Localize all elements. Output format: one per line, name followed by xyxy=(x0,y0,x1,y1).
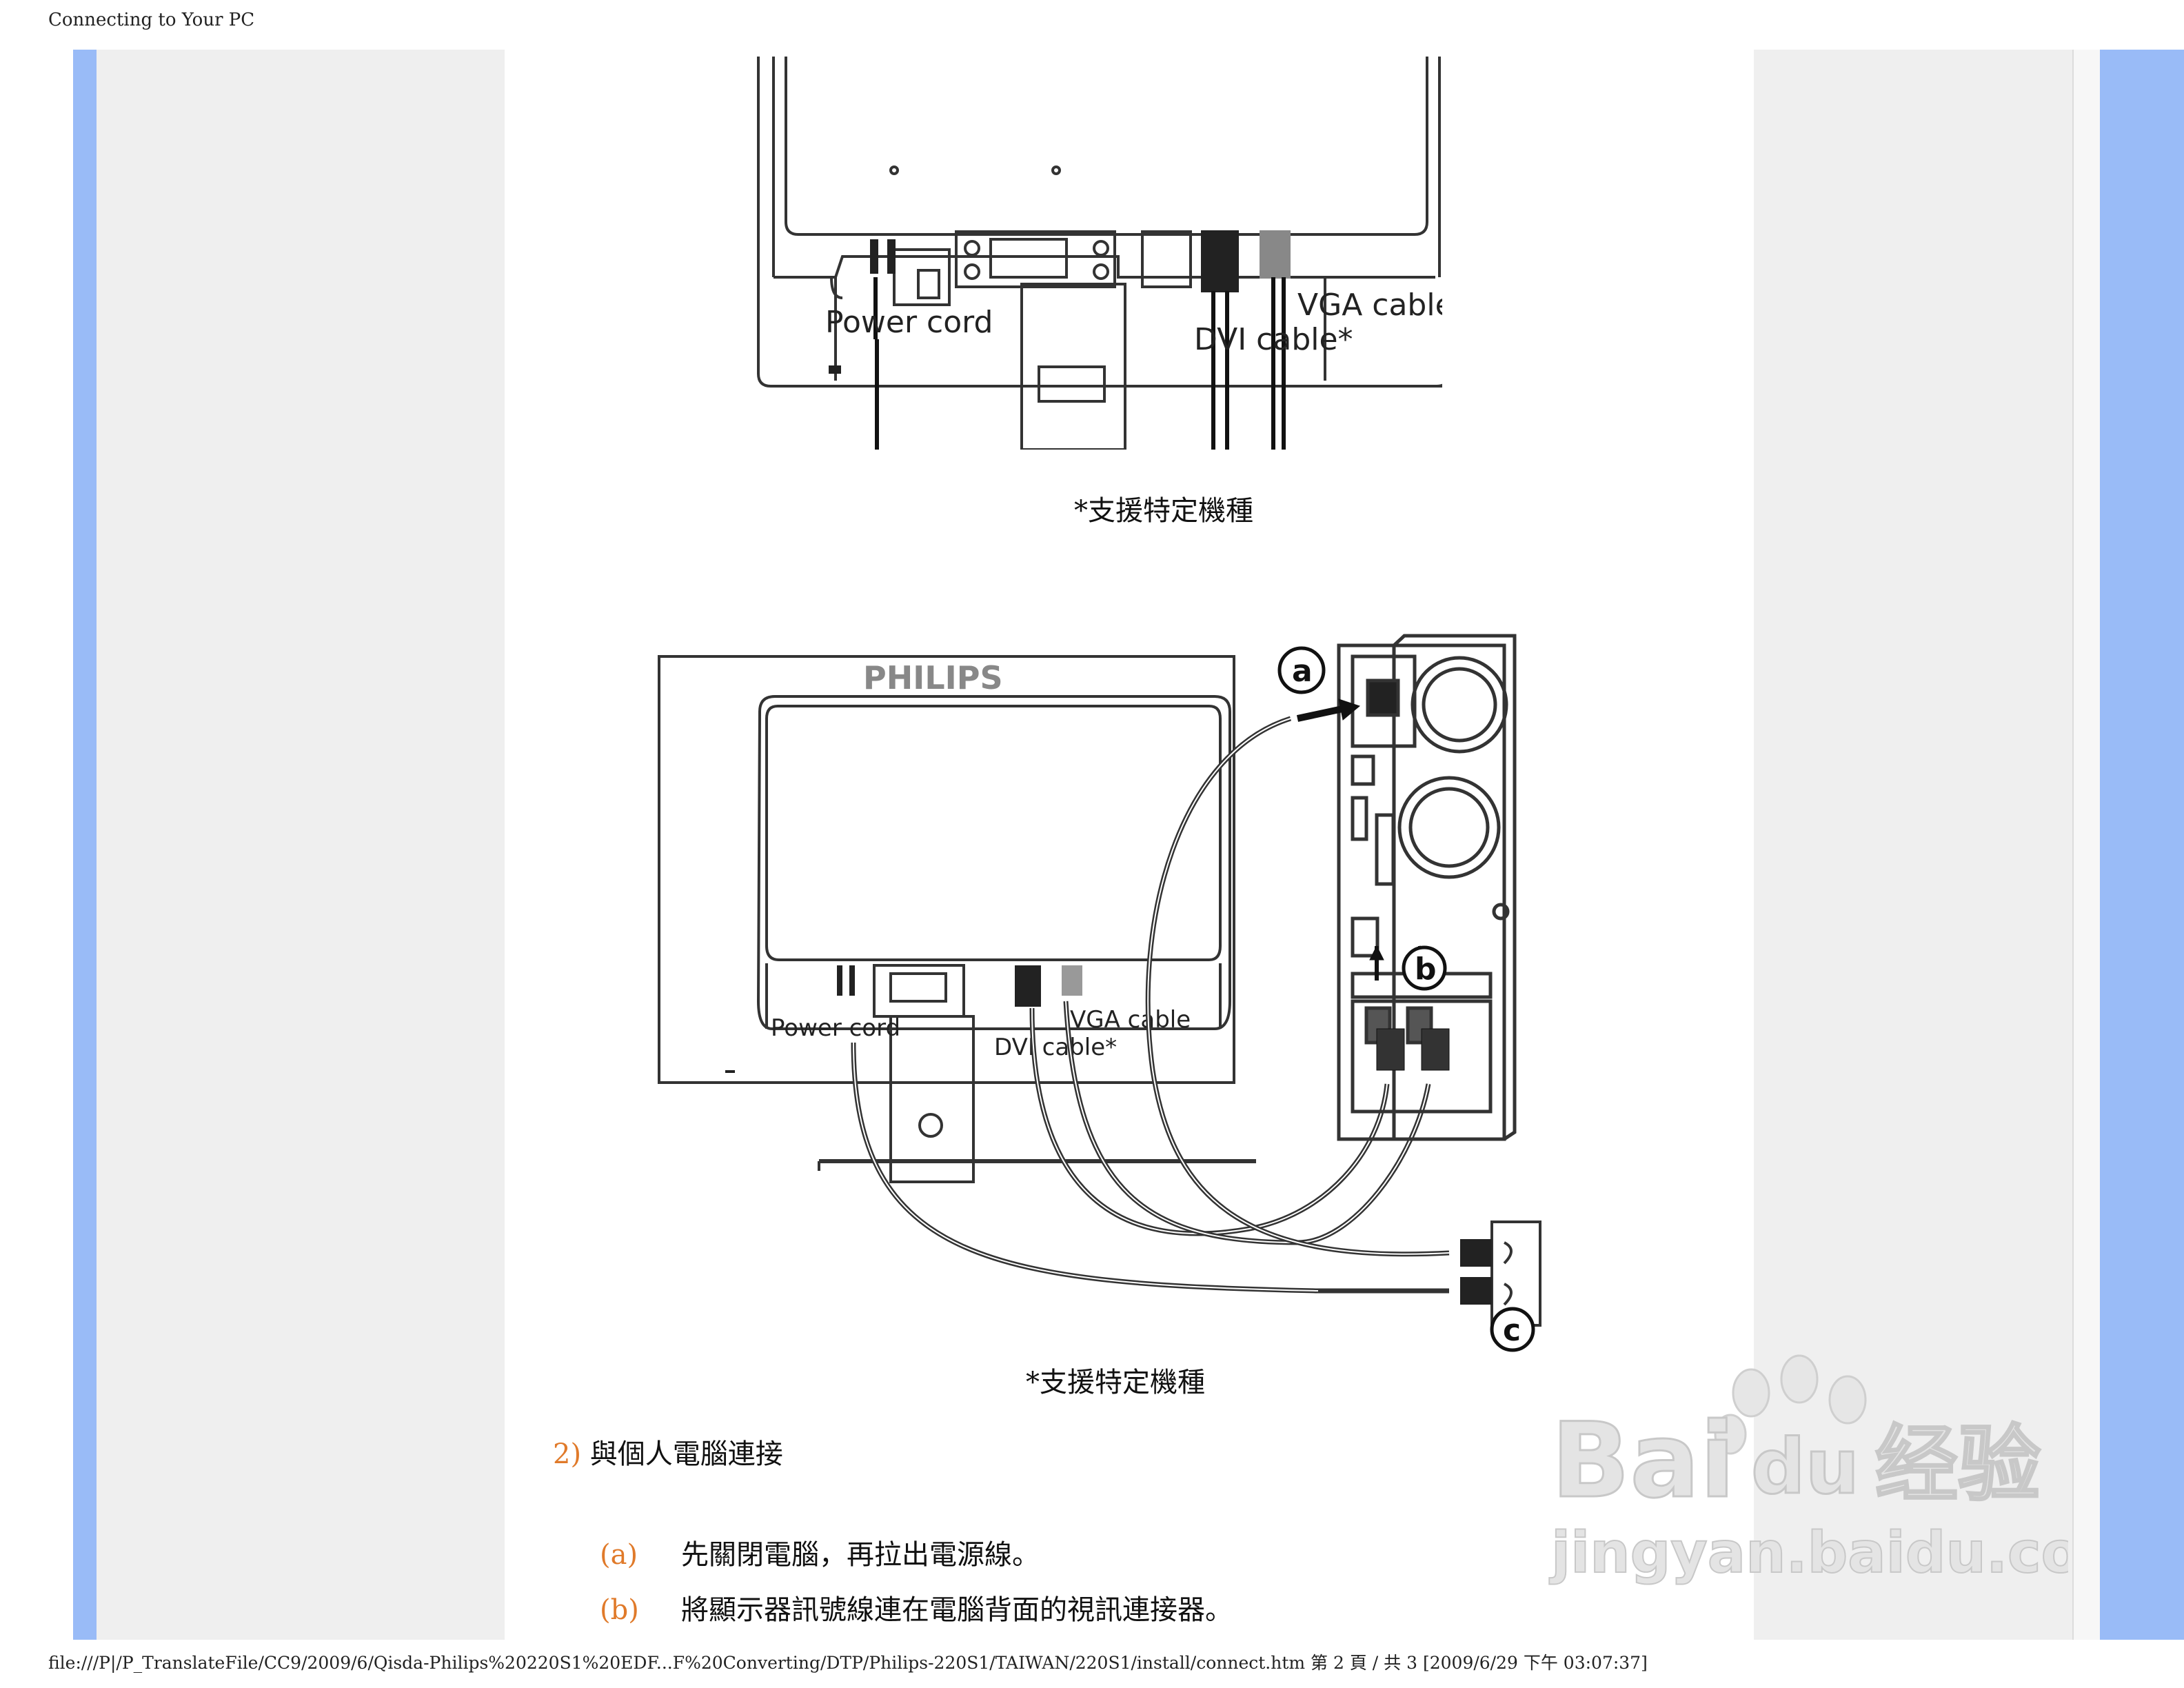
step-2-number: 2) xyxy=(553,1438,582,1470)
main-content: Power cord DVI cable* VGA cable *支援特定機種 … xyxy=(505,50,1754,1640)
dvi-cable-label: DVI cable* xyxy=(1194,322,1353,357)
right-blue-band xyxy=(2100,50,2184,1640)
substep-a-text: 先關閉電腦，再拉出電源線。 xyxy=(681,1539,1040,1571)
diagram1-caption: *支援特定機種 xyxy=(1074,495,1253,527)
callout-b-circle xyxy=(1402,945,1447,991)
monitor-back-outline xyxy=(658,655,1235,1084)
callout-a: a xyxy=(1292,654,1313,689)
left-blue-band xyxy=(73,50,97,1640)
callout-a-circle xyxy=(1277,646,1326,694)
watermark-cn: 经验 xyxy=(1875,1417,2041,1513)
vga-cable-label: VGA cable xyxy=(1297,288,1442,323)
right-divider xyxy=(2072,50,2101,1640)
left-gray-margin xyxy=(97,50,505,1640)
diagram2-caption: *支援特定機種 xyxy=(1026,1367,1205,1398)
philips-logo: PHILIPS xyxy=(863,659,1003,696)
dvi-cable-label-2: DVI cable* xyxy=(994,1034,1117,1061)
step-2-heading: 2) 與個人電腦連接 xyxy=(553,1431,783,1471)
pc-connection-diagram: PHILIPS Power cord DVI cable* VGA cable xyxy=(658,634,1541,1352)
callout-b: b xyxy=(1415,952,1437,987)
watermark-url: jingyan.baidu.com xyxy=(1549,1520,2068,1586)
monitor-bottom-edge xyxy=(757,57,1442,388)
watermark-du: du xyxy=(1751,1423,1859,1511)
vga-cable-label-2: VGA cable xyxy=(1070,1006,1191,1034)
callout-c-circle xyxy=(1490,1307,1535,1352)
step-2-text: 與個人電腦連接 xyxy=(589,1438,783,1470)
watermark-brand: Bai xyxy=(1551,1401,1735,1521)
power-cord-label-2: Power cord xyxy=(771,1014,900,1042)
substep-b-label: (b) xyxy=(600,1594,639,1626)
monitor-rear-diagram: Power cord DVI cable* VGA cable xyxy=(757,57,1442,450)
power-cord-label: Power cord xyxy=(825,305,993,340)
page-header-title: Connecting to Your PC xyxy=(48,10,255,30)
substep-b: (b) 將顯示器訊號線連在電腦背面的視訊連接器。 xyxy=(600,1587,1233,1627)
page-footer-path: file:///P|/P_TranslateFile/CC9/2009/6/Qi… xyxy=(48,1653,1648,1673)
substep-a-label: (a) xyxy=(600,1539,638,1571)
baidu-watermark: Bai du 经验 jingyan.baidu.com xyxy=(1548,1354,2068,1587)
substep-b-text: 將顯示器訊號線連在電腦背面的視訊連接器。 xyxy=(681,1594,1233,1626)
callout-c: c xyxy=(1503,1313,1521,1348)
substep-a: (a) 先關閉電腦，再拉出電源線。 xyxy=(600,1532,1040,1572)
